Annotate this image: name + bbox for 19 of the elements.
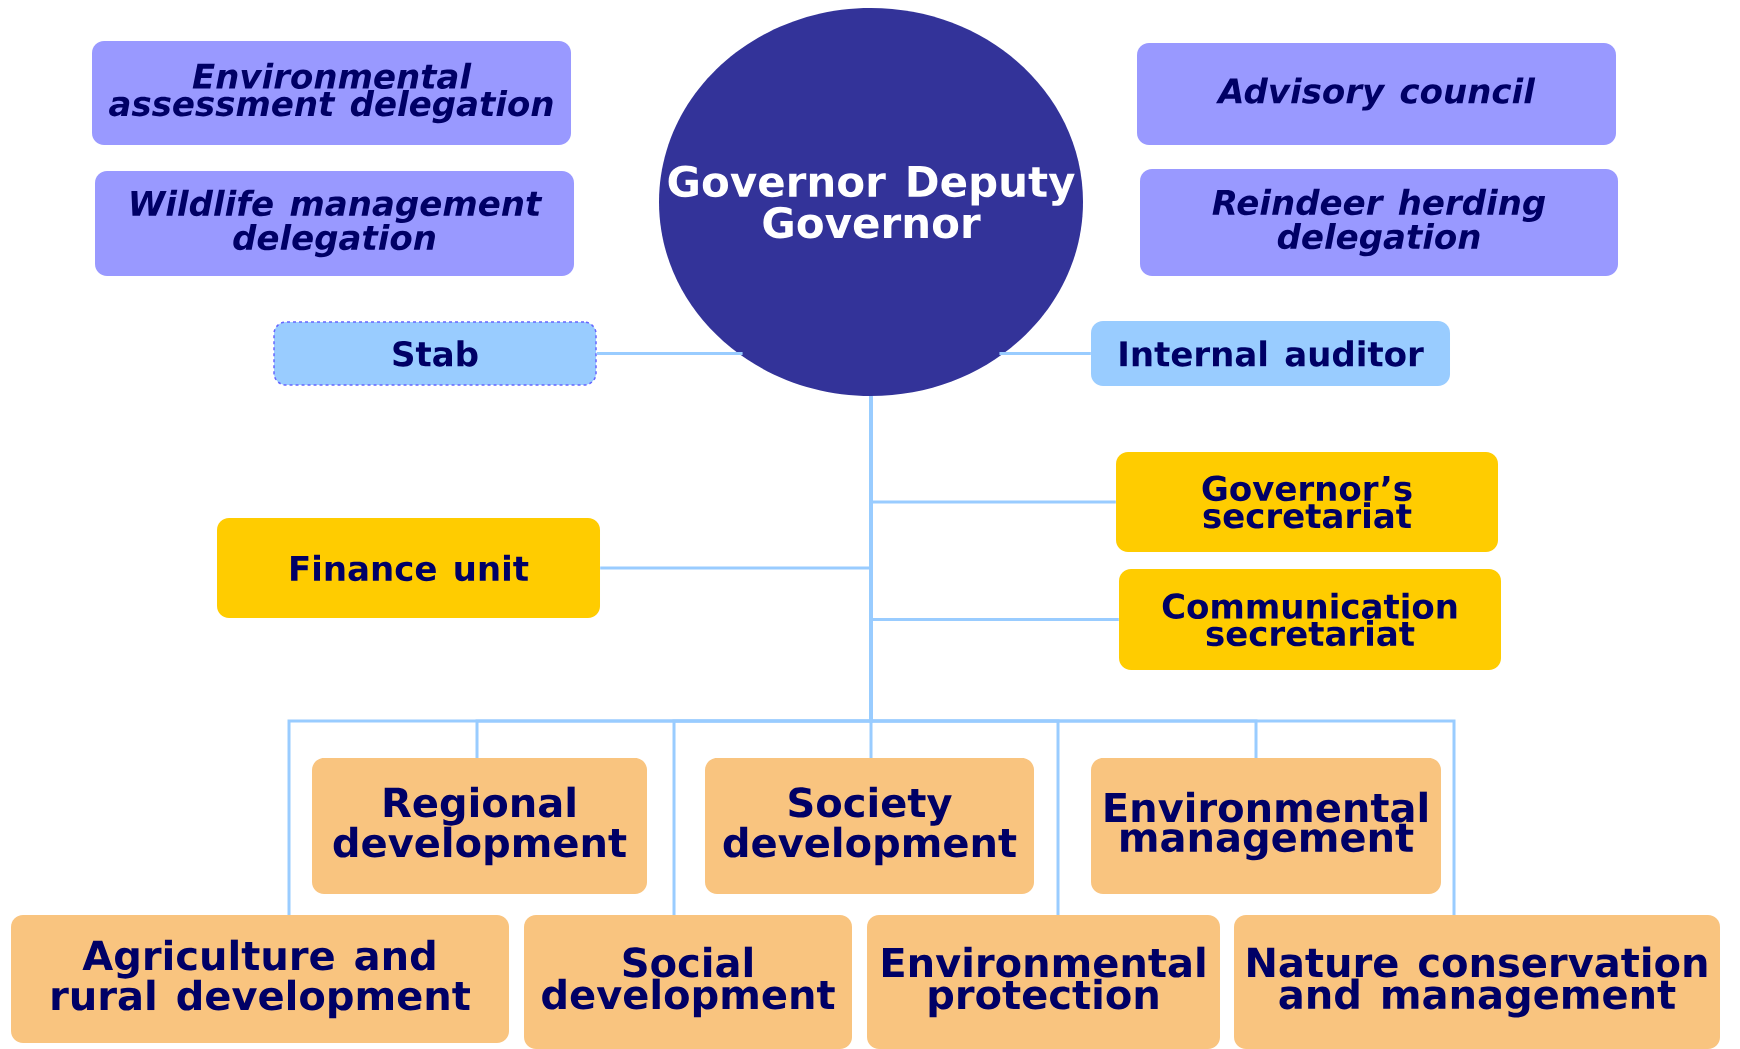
department-box: Environmental management	[1091, 758, 1441, 894]
delegation-box: Wildlife management delegation	[95, 171, 574, 276]
staff-box: Stab	[273, 321, 597, 386]
delegation-box: Reindeer herding delegation	[1140, 169, 1618, 276]
department-box: Social development	[524, 915, 852, 1049]
connector-line	[869, 396, 1456, 915]
unit-box: Finance unit	[217, 518, 600, 618]
department-box: Regional development	[312, 758, 647, 894]
unit-box: Governor’s secretariat	[1116, 452, 1498, 552]
department-box: Society development	[705, 758, 1034, 894]
department-box: Environmental protection	[867, 915, 1220, 1049]
unit-box: Communication secretariat	[1119, 569, 1501, 670]
department-box: Agriculture and rural development	[11, 915, 509, 1043]
staff-box: Internal auditor	[1091, 321, 1450, 386]
connector-line	[999, 352, 1091, 355]
delegation-box: Advisory council	[1137, 43, 1616, 145]
department-box: Nature conservation and management	[1234, 915, 1720, 1049]
delegation-box: Environmental assessment delegation	[92, 41, 571, 145]
connector-line	[596, 352, 743, 355]
